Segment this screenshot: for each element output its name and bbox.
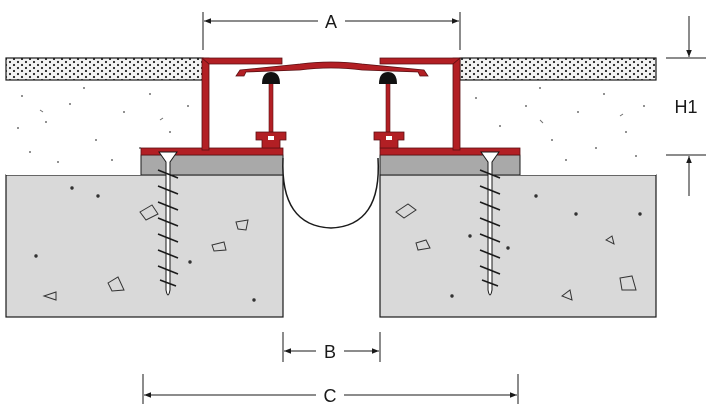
anchor-screw-right xyxy=(479,151,501,296)
dimension-c: C xyxy=(142,374,519,406)
dimension-a: A xyxy=(202,12,461,50)
bedding-pad-right xyxy=(379,154,521,176)
clip-fittings xyxy=(255,131,405,149)
concrete-aggregate xyxy=(34,186,642,302)
dimension-b-label: B xyxy=(324,342,336,362)
profile-base-left xyxy=(140,57,284,156)
concrete-slab-left xyxy=(5,174,284,318)
dimension-b: B xyxy=(282,332,381,362)
stems xyxy=(268,81,391,133)
clip-slots xyxy=(268,136,392,140)
profile-base-right xyxy=(379,57,521,156)
tile-layer-right xyxy=(459,57,657,81)
anchor-screw-left xyxy=(157,151,179,296)
cover-plate xyxy=(235,61,429,77)
dimension-h1: H1 xyxy=(666,16,706,196)
tile-layer-left xyxy=(5,57,204,81)
concrete-slab-right xyxy=(379,174,657,318)
dimension-c-label: C xyxy=(324,386,337,406)
seal-heads xyxy=(262,72,397,84)
dimension-h1-label: H1 xyxy=(674,97,697,117)
dimension-a-label: A xyxy=(325,12,337,32)
flexible-membrane xyxy=(282,157,380,229)
